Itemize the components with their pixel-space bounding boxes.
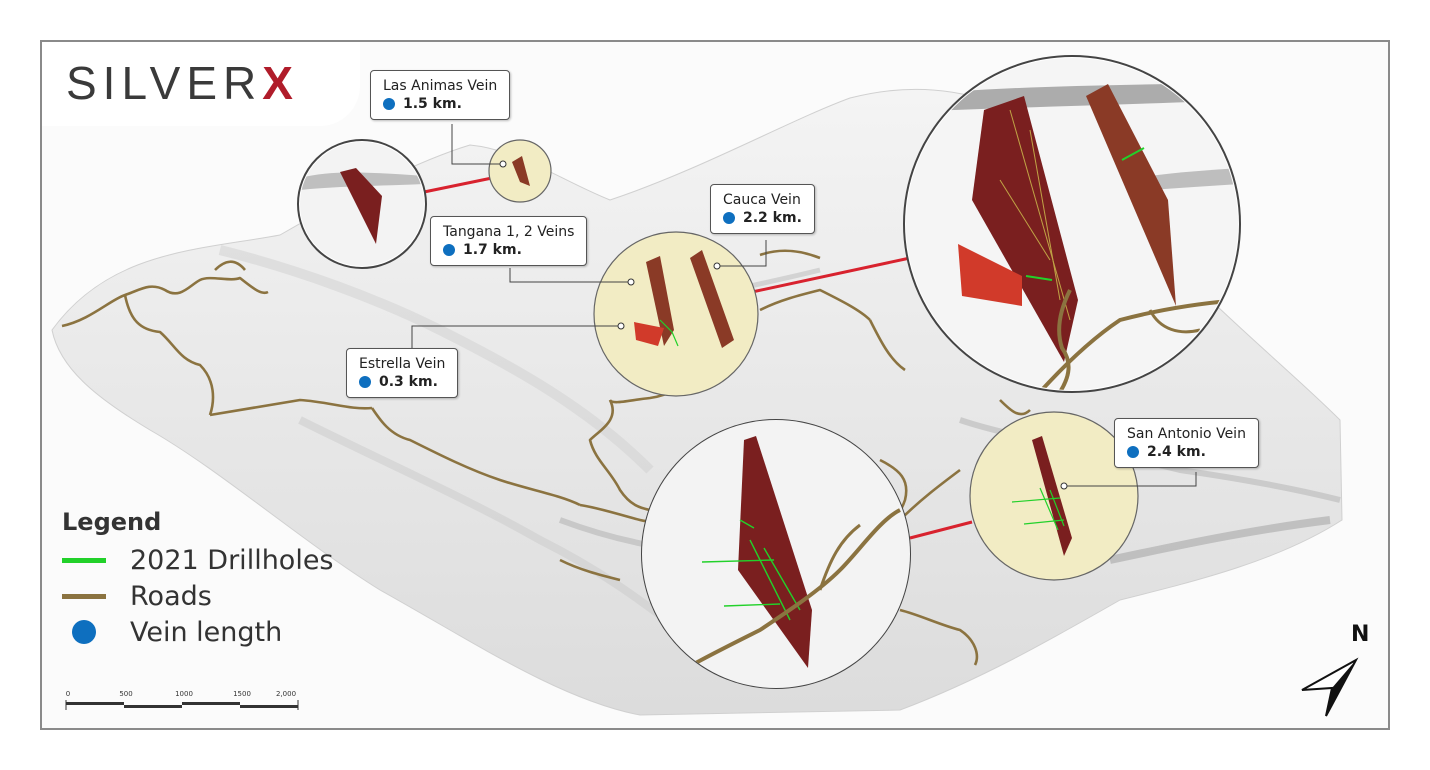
vein-length-value: 2.2 km. <box>743 210 802 226</box>
vein-length-value: 2.4 km. <box>1147 444 1206 460</box>
scale-tick-label: 0 <box>65 690 71 698</box>
scale-tick-label: 2,000 <box>275 690 297 698</box>
legend-label: Vein length <box>130 616 283 648</box>
vein-length-dot-icon <box>72 620 96 644</box>
callout-length: 1.5 km. <box>383 95 497 113</box>
legend-item-vein-length: Vein length <box>62 614 334 650</box>
company-logo: SILVERX <box>66 56 299 110</box>
callout-length: 0.3 km. <box>359 373 445 391</box>
legend-item-drillholes: 2021 Drillholes <box>62 542 334 578</box>
cauca-callout: Cauca Vein 2.2 km. <box>710 184 815 234</box>
roads-layer <box>61 249 1031 666</box>
logo-panel: SILVERX <box>42 42 360 126</box>
scale-tick-label: 500 <box>119 690 133 698</box>
vein-length-dot <box>383 98 395 110</box>
scale-tick-label: 1000 <box>175 690 193 698</box>
estrella-callout: Estrella Vein 0.3 km. <box>346 348 459 398</box>
scale-bar-graphic <box>65 700 299 710</box>
legend-title: Legend <box>62 508 162 536</box>
north-label: N <box>1351 622 1370 647</box>
callout-name: Cauca Vein <box>723 192 801 208</box>
vein-length-dot <box>359 376 371 388</box>
callout-length: 1.7 km. <box>443 241 574 259</box>
vein-length-dot <box>1127 446 1139 458</box>
tangana-callout: Tangana 1, 2 Veins 1.7 km. <box>430 216 588 266</box>
callout-name: Estrella Vein <box>359 356 446 372</box>
scale-bar: 0 500 1000 1500 2,000 <box>64 690 304 714</box>
callout-length: 2.2 km. <box>723 209 802 227</box>
map-legend: Legend 2021 Drillholes Roads Vein length <box>62 508 334 650</box>
logo-accent: X <box>262 57 299 109</box>
legend-item-roads: Roads <box>62 578 334 614</box>
logo-text: SILVER <box>66 57 263 109</box>
vein-length-value: 1.5 km. <box>403 96 462 112</box>
vein-length-dot <box>443 244 455 256</box>
connector-lines <box>423 176 973 540</box>
scale-tick-label: 1500 <box>233 690 251 698</box>
vein-length-dot <box>723 212 735 224</box>
callout-length: 2.4 km. <box>1127 443 1246 461</box>
vein-length-value: 1.7 km. <box>463 242 522 258</box>
san-antonio-callout: San Antonio Vein 2.4 km. <box>1114 418 1259 468</box>
callout-name: Las Animas Vein <box>383 78 498 94</box>
drillhole-swatch-icon <box>62 557 106 563</box>
callout-name: Tangana 1, 2 Veins <box>443 224 575 240</box>
callout-leaders <box>411 124 1197 487</box>
road-swatch-icon <box>62 593 106 599</box>
callout-name: San Antonio Vein <box>1127 426 1246 442</box>
north-arrow-icon <box>1301 657 1359 717</box>
legend-label: Roads <box>130 580 212 612</box>
tangana-highlight[interactable] <box>593 231 759 397</box>
las-animas-callout: Las Animas Vein 1.5 km. <box>370 70 511 120</box>
vein-length-value: 0.3 km. <box>379 374 438 390</box>
legend-label: 2021 Drillholes <box>130 544 334 576</box>
